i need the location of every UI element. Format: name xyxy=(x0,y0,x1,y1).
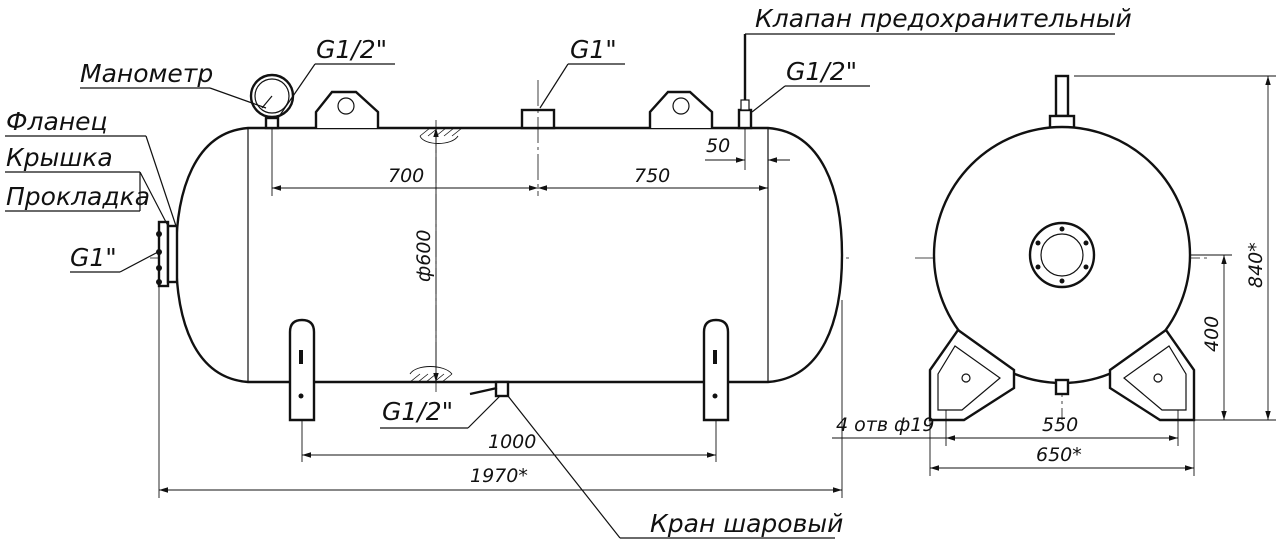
end-view-foot-right xyxy=(1108,328,1196,422)
end-view-foot-left xyxy=(928,328,1016,422)
end-view-top-pipe xyxy=(1054,74,1070,118)
dimensions-end xyxy=(832,75,1276,476)
end-view: 840* 400 550 4 отв ф19 650* xyxy=(832,74,1276,476)
dim-50: 50 xyxy=(706,135,730,157)
dim-400: 400 xyxy=(1201,316,1223,352)
label-port-top-right: G1/2" xyxy=(786,57,857,86)
label-port-side: G1" xyxy=(70,243,117,272)
leaders xyxy=(5,33,1115,539)
lifting-lug-right xyxy=(648,90,714,128)
support-foot-right xyxy=(702,318,730,422)
label-port-bottom: G1/2" xyxy=(382,397,453,426)
label-manometer: Манометр xyxy=(80,59,213,88)
lifting-lug-left xyxy=(314,90,380,128)
hatch-bottom xyxy=(409,366,453,383)
dimensions-side xyxy=(158,128,843,498)
label-flange: Фланец xyxy=(6,107,108,136)
label-gasket: Прокладка xyxy=(6,182,150,211)
manometer-gauge xyxy=(249,73,295,130)
vessel-body xyxy=(174,126,844,384)
dim-1000: 1000 xyxy=(488,431,536,453)
safety-valve xyxy=(737,34,753,130)
support-foot-left xyxy=(288,318,316,422)
label-safety-valve: Клапан предохранительный xyxy=(755,4,1132,33)
flange xyxy=(156,220,179,288)
side-view: Манометр Фланец Крышка Прокладка G1" G1/… xyxy=(5,4,1132,539)
dim-600: ф600 xyxy=(413,229,435,282)
dim-1970: 1970* xyxy=(470,465,528,487)
label-port-top-left: G1/2" xyxy=(316,35,387,64)
label-ball-valve: Кран шаровый xyxy=(650,509,843,538)
ball-valve xyxy=(469,380,510,398)
dim-840: 840* xyxy=(1245,242,1267,288)
label-port-top-center: G1" xyxy=(570,35,617,64)
dim-holes: 4 отв ф19 xyxy=(836,414,934,436)
dim-700: 700 xyxy=(388,165,424,187)
dim-550: 550 xyxy=(1042,414,1078,436)
end-view-flange xyxy=(1028,221,1096,289)
label-cover: Крышка xyxy=(6,143,113,172)
dim-750: 750 xyxy=(634,165,670,187)
dim-650: 650* xyxy=(1036,444,1082,466)
